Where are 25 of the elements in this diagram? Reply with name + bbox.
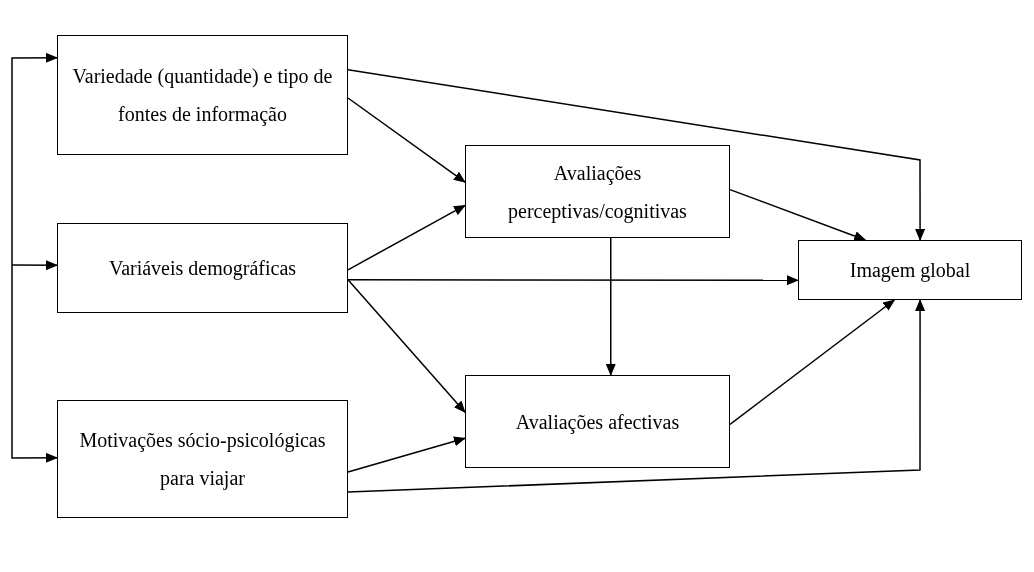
arrow	[347, 278, 466, 413]
box	[57, 400, 348, 518]
arrow	[347, 299, 926, 493]
box-label: Variedade (quantidade) e tipo de fontes de informação	[71, 64, 334, 128]
arrow	[347, 97, 466, 183]
box	[57, 35, 348, 155]
box	[57, 223, 348, 313]
box	[465, 375, 730, 468]
arrow	[11, 264, 58, 463]
box-label: Avaliações afectivas	[514, 409, 681, 436]
box-label: Imagem global	[848, 258, 972, 284]
arrow	[347, 275, 799, 286]
box	[465, 145, 730, 238]
box-label: Motivações sócio-psicológicas para viajar	[78, 428, 327, 492]
box	[798, 240, 1022, 300]
box-label: Variáveis demográficas	[107, 256, 298, 282]
arrow	[347, 436, 466, 473]
arrow	[729, 299, 896, 426]
arrow	[605, 237, 616, 376]
arrow	[11, 52, 58, 266]
arrow	[11, 260, 58, 271]
box-label: Avaliações perceptivas/cognitivas	[507, 160, 688, 225]
arrow	[347, 69, 926, 241]
arrow	[729, 188, 867, 241]
arrow	[347, 204, 466, 271]
